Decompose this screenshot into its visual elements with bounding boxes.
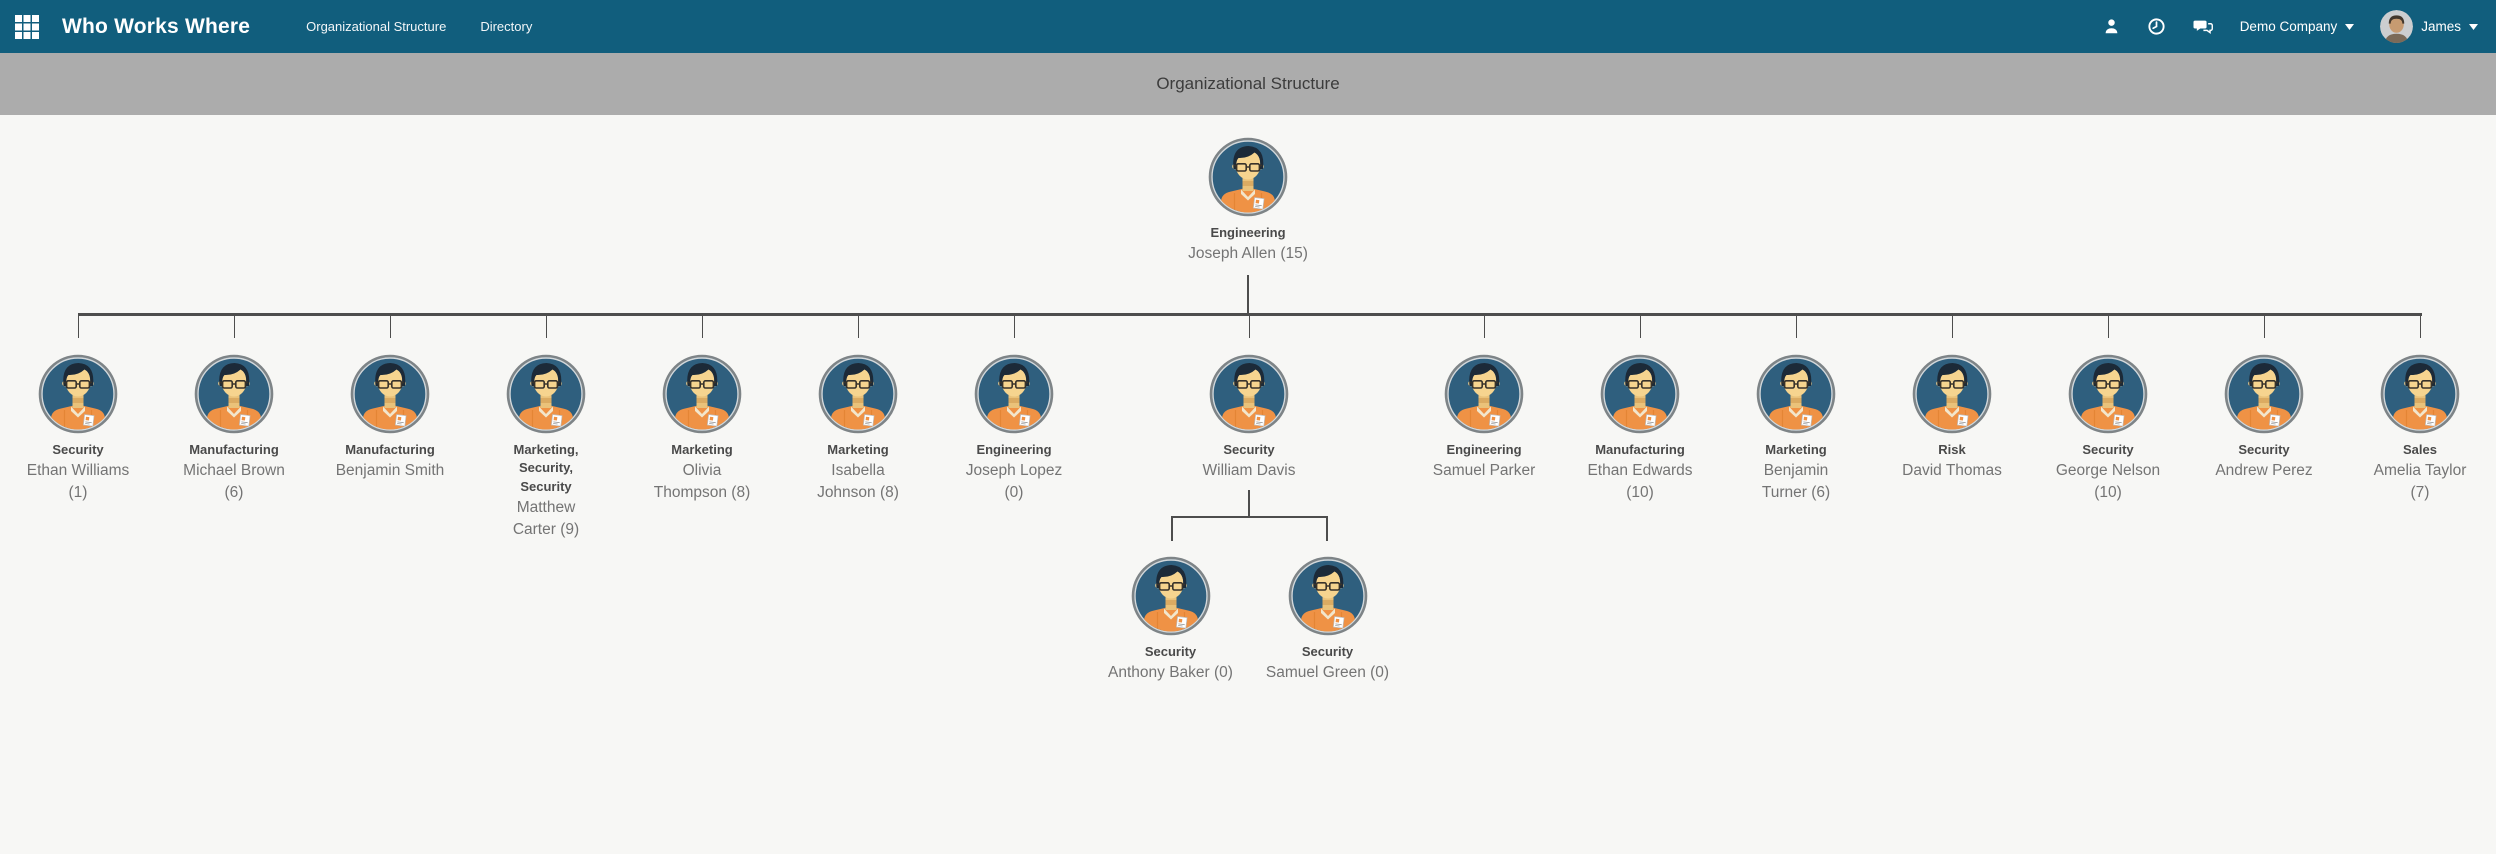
node-department: Manufacturing [345, 441, 435, 457]
org-node[interactable]: Security Andrew Perez [2186, 313, 2342, 482]
node-name: Matthew Carter (9) [512, 499, 580, 538]
org-node[interactable]: Risk David Thomas [1874, 313, 2030, 482]
node-department: Security [1144, 643, 1197, 659]
node-department: Security [2238, 441, 2290, 457]
org-node[interactable]: Marketing Isabella Johnson (8) [780, 313, 936, 503]
org-node-with-children[interactable]: Security William Davis Security Anthony … [1092, 313, 1406, 684]
node-department: Security [1301, 643, 1354, 659]
node-name: Samuel Green (0) [1265, 664, 1390, 682]
company-switcher[interactable]: Demo Company [2240, 19, 2355, 34]
node-department: Manufacturing [189, 441, 279, 457]
top-navbar: Who Works Where Organizational Structure… [0, 0, 2496, 53]
org-node[interactable]: Marketing Olivia Thompson (8) [624, 313, 780, 503]
employee-avatar [1131, 556, 1211, 636]
org-node[interactable]: Manufacturing Ethan Edwards (10) [1562, 313, 1718, 503]
employee-avatar [2224, 354, 2304, 434]
node-department: Manufacturing [1595, 441, 1685, 457]
connector-line [1248, 489, 1250, 516]
clock-icon[interactable] [2147, 17, 2166, 36]
chevron-down-icon [2469, 23, 2478, 30]
node-name: Joseph Allen (15) [1188, 245, 1308, 263]
node-department: Engineering [1446, 441, 1522, 457]
node-department: Marketing, Security, Security [513, 441, 579, 494]
org-level-2: Security Ethan Williams (1) Manufacturin… [0, 312, 2496, 684]
node-department: Security [1223, 441, 1275, 457]
connector-line [78, 312, 2422, 316]
node-name: Benjamin Smith [335, 462, 445, 480]
node-name: Amelia Taylor (7) [2373, 462, 2467, 501]
org-chart: Engineering Joseph Allen (15) Security E… [0, 115, 2496, 683]
navbar-right: Demo Company James [2102, 10, 2478, 43]
employee-avatar [1208, 137, 1288, 217]
node-name: Samuel Parker [1432, 462, 1536, 480]
node-department: Engineering [1210, 225, 1286, 240]
node-name: David Thomas [1902, 462, 2002, 480]
employee-avatar [2380, 354, 2460, 434]
menu-item-directory[interactable]: Directory [480, 19, 533, 34]
org-node[interactable]: Engineering Joseph Lopez (0) [936, 313, 1092, 503]
connector-line [1170, 515, 1328, 541]
node-name: William Davis [1202, 462, 1296, 480]
user-name: James [2421, 19, 2461, 34]
employee-avatar [1444, 354, 1524, 434]
menu-item-organizational-structure[interactable]: Organizational Structure [306, 19, 447, 34]
employee-avatar [2068, 354, 2148, 434]
employee-avatar [194, 354, 274, 434]
org-node-root[interactable]: Engineering Joseph Allen (15) [1153, 137, 1343, 265]
employee-avatar [1756, 354, 1836, 434]
company-name: Demo Company [2239, 19, 2338, 34]
org-node[interactable]: Engineering Samuel Parker [1406, 313, 1562, 482]
org-node[interactable]: Security George Nelson (10) [2030, 313, 2186, 503]
node-department: Marketing [827, 441, 889, 457]
page-title: Organizational Structure [1156, 74, 1340, 93]
org-node[interactable]: Security Samuel Green (0) [1249, 541, 1406, 684]
node-department: Marketing [671, 441, 733, 457]
employee-avatar [818, 354, 898, 434]
employee-avatar [1288, 556, 1368, 636]
org-level-3: Security Anthony Baker (0) Security Samu… [1092, 541, 1406, 684]
node-name: Anthony Baker (0) [1108, 664, 1233, 682]
org-node[interactable]: Security Ethan Williams (1) [0, 313, 156, 503]
employee-avatar [662, 354, 742, 434]
org-node[interactable]: Security Anthony Baker (0) [1092, 541, 1249, 684]
page-header-bar: Organizational Structure [0, 53, 2496, 115]
employee-avatar [1600, 354, 1680, 434]
apps-grid-icon[interactable] [14, 14, 40, 40]
node-name: George Nelson (10) [2055, 462, 2161, 501]
employee-avatar [974, 354, 1054, 434]
node-department: Marketing [1765, 441, 1827, 457]
node-department: Risk [1938, 441, 1966, 457]
connector-line [1247, 274, 1249, 313]
contact-icon[interactable] [2102, 17, 2121, 36]
node-name: Andrew Perez [2215, 462, 2313, 480]
node-name: Michael Brown (6) [183, 462, 285, 501]
employee-avatar [350, 354, 430, 434]
node-name: Joseph Lopez (0) [965, 462, 1063, 501]
chevron-down-icon [2345, 23, 2355, 30]
employee-avatar [1209, 354, 1289, 434]
main-menu: Organizational Structure Directory [306, 19, 532, 34]
org-node[interactable]: Manufacturing Benjamin Smith [312, 313, 468, 482]
node-name: Benjamin Turner (6) [1761, 462, 1831, 501]
node-name: Olivia Thompson (8) [653, 462, 751, 501]
node-name: Ethan Williams (1) [26, 462, 130, 501]
org-node[interactable]: Sales Amelia Taylor (7) [2342, 313, 2496, 503]
employee-avatar [38, 354, 118, 434]
node-name: Ethan Edwards (10) [1587, 462, 1693, 501]
node-department: Security [2082, 441, 2134, 457]
messages-icon[interactable] [2192, 17, 2214, 36]
user-menu[interactable]: James [2380, 10, 2478, 43]
employee-avatar [506, 354, 586, 434]
node-name: Isabella Johnson (8) [817, 462, 899, 501]
node-department: Engineering [976, 441, 1052, 457]
org-node[interactable]: Marketing Benjamin Turner (6) [1718, 313, 1874, 503]
node-department: Sales [2403, 441, 2437, 457]
node-department: Security [52, 441, 104, 457]
org-node[interactable]: Manufacturing Michael Brown (6) [156, 313, 312, 503]
org-node[interactable]: Marketing, Security, Security Matthew Ca… [468, 313, 624, 540]
app-title: Who Works Where [62, 14, 251, 38]
employee-avatar [1912, 354, 1992, 434]
user-avatar [2380, 10, 2414, 43]
